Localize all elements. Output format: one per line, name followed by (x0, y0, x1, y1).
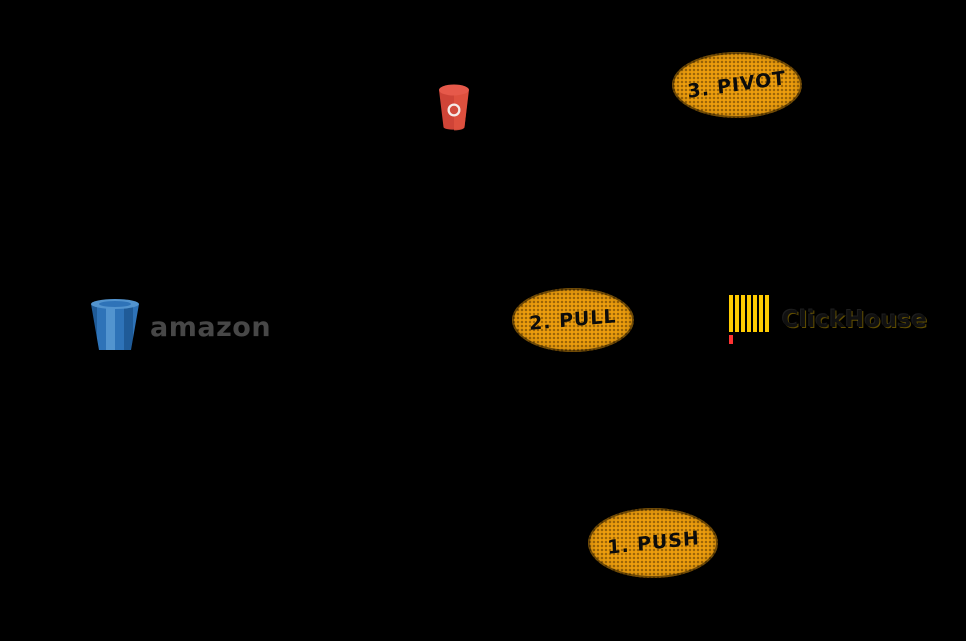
amazon-s3-lockup: amazon (88, 296, 271, 354)
s3-bucket-icon (435, 83, 473, 133)
clickhouse-lockup: ClickHouse (728, 294, 927, 346)
step-pivot-label: 3. PIVOT (686, 67, 788, 103)
clickhouse-logo-icon (729, 295, 769, 344)
step-pull-label: 2. PULL (528, 305, 618, 335)
step-push-label: 1. PUSH (606, 527, 700, 559)
s3-bucket-icon-svg (439, 84, 469, 131)
step-pull-ellipse: 2. PULL (512, 288, 634, 352)
clickhouse-label: ClickHouse (782, 306, 928, 333)
amazon-s3-icon (91, 299, 139, 350)
amazon-label: amazon (150, 311, 272, 343)
step-pivot-ellipse: 3. PIVOT (672, 52, 802, 118)
step-push-ellipse: 1. PUSH (588, 508, 718, 578)
